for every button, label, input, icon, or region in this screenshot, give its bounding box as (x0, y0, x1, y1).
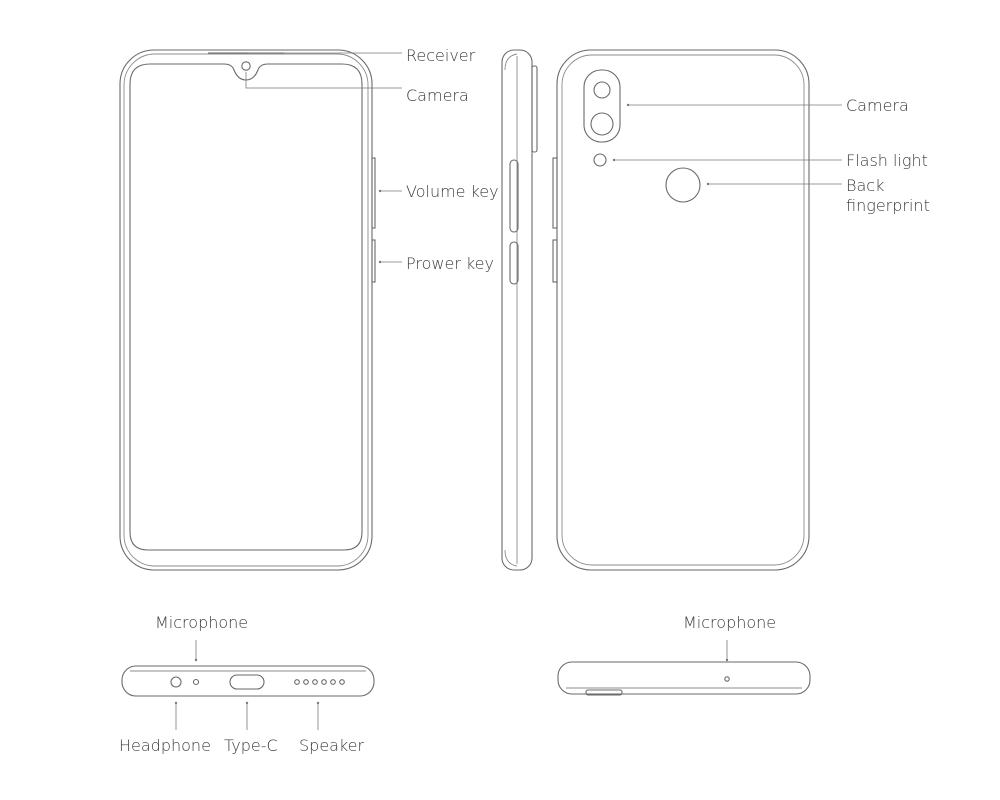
top-microphone-hole (724, 676, 730, 682)
side-body (501, 49, 533, 571)
top-microphone-label: Microphone (683, 613, 777, 632)
receiver-label: Receiver (406, 46, 476, 65)
back-volume-key (552, 157, 558, 229)
side-bottom-curve (504, 549, 518, 567)
top-edge-body (557, 661, 811, 695)
bottom-microphone-dot (194, 658, 198, 662)
speaker-hole-4 (321, 679, 327, 685)
volume-key-dot (378, 189, 382, 193)
speaker-hole-1 (294, 679, 300, 685)
type-c-label: Type-C (224, 736, 278, 755)
front-screen (129, 63, 363, 551)
type-c-port (229, 674, 265, 690)
flash-light-label: Flash light (846, 151, 928, 170)
top-edge-view (557, 640, 811, 696)
bottom-microphone-hole (192, 678, 200, 686)
power-key-dot (378, 260, 382, 264)
headphone-dot (174, 701, 178, 705)
back-outer-body (556, 49, 810, 571)
fingerprint-dot (706, 182, 710, 186)
speaker-dot (316, 701, 320, 705)
top-microphone-dot (725, 658, 729, 662)
headphone-jack (170, 676, 182, 688)
back-inner-edge (561, 54, 805, 566)
fingerprint-sensor (665, 167, 701, 203)
front-view (119, 49, 402, 571)
side-volume-key (509, 159, 519, 233)
rear-camera-label: Camera (846, 96, 909, 115)
top-edge-camera-bump (585, 689, 623, 696)
power-key-shape (371, 239, 376, 283)
back-view (552, 49, 842, 571)
back-power-key (552, 239, 558, 283)
front-camera-label: Camera (406, 86, 469, 105)
rear-camera-lens-2 (590, 112, 614, 136)
side-camera-bump (531, 65, 538, 153)
speaker-hole-6 (339, 679, 345, 685)
rear-camera-module (583, 69, 621, 143)
front-outer-body (119, 49, 373, 571)
speaker-hole-3 (312, 679, 318, 685)
flash-light-shape (593, 153, 607, 167)
front-camera-leader (245, 72, 402, 89)
side-view (501, 49, 538, 571)
back-fingerprint-label: Back fingerprint (846, 176, 930, 215)
headphone-label: Headphone (119, 736, 211, 755)
power-key-label: Prower key (406, 254, 494, 273)
speaker-hole-5 (330, 679, 336, 685)
rear-camera-dot (626, 103, 630, 107)
speaker-label: Speaker (299, 736, 365, 755)
front-camera-lens (241, 61, 251, 71)
flash-light-dot (612, 158, 616, 162)
type-c-dot (245, 701, 249, 705)
bottom-edge-body (121, 665, 375, 697)
side-power-key (509, 241, 519, 285)
speaker-hole-2 (303, 679, 309, 685)
bottom-microphone-label: Microphone (155, 613, 249, 632)
rear-camera-lens-1 (593, 81, 611, 99)
volume-key-label: Volume key (406, 182, 499, 201)
side-top-curve (504, 53, 518, 71)
front-inner-edge (123, 53, 369, 567)
bottom-edge-view (121, 640, 375, 730)
volume-key-shape (371, 157, 376, 229)
